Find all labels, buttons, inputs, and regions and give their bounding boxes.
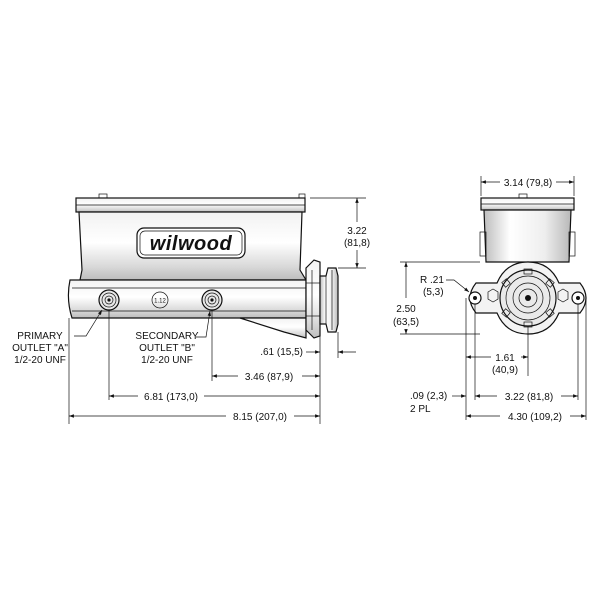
dim-height-in: 3.22 (347, 226, 367, 237)
bore-body (67, 279, 307, 319)
dim-flange-width: 4.30 (109,2) (508, 412, 562, 423)
end-dimensions: 3.14 (79,8) 2.50 (63,5) R .21 (5,3) 1.61… (388, 175, 587, 423)
logo-text: wilwood (150, 233, 233, 255)
dim-flange-height-mm: (63,5) (393, 317, 419, 328)
end-view (468, 193, 587, 335)
dim-top-width: 3.14 (79,8) (504, 178, 552, 189)
mounting-flange (305, 259, 321, 339)
marking-boss: 1.12 (151, 291, 169, 309)
dim-flange-offset: .61 (15,5) (260, 347, 303, 358)
lower-web (239, 317, 307, 339)
dim-thickness-note: 2 PL (410, 404, 431, 415)
dim-center-offset-mm: (40,9) (492, 365, 518, 376)
outlet-callouts: PRIMARY OUTLET "A" 1/2-20 UNF SECONDARY … (12, 309, 211, 366)
side-view: wilwood (67, 193, 339, 339)
rear-bore (319, 267, 339, 333)
primary-outlet-line2: OUTLET "A" (12, 343, 68, 354)
dim-outlet-b: 3.46 (87,9) (245, 372, 293, 383)
wilwood-logo: wilwood (136, 227, 246, 259)
dim-hole-spacing: 3.22 (81,8) (505, 392, 553, 403)
primary-outlet-line1: PRIMARY (17, 331, 63, 342)
secondary-outlet-line2: OUTLET "B" (139, 343, 195, 354)
dim-radius-mm: (5,3) (423, 287, 444, 298)
side-dimensions: 3.22 (81,8) .61 (15,5) 3.46 (87,9) 6.81 … (68, 197, 370, 424)
secondary-outlet-line1: SECONDARY (135, 331, 198, 342)
outlet-b-port (201, 289, 223, 311)
dim-height-mm: (81,8) (344, 238, 370, 249)
dim-overall-length: 8.15 (207,0) (233, 412, 287, 423)
mounting-hole-left (468, 291, 482, 305)
dim-radius-in: R .21 (420, 275, 444, 286)
secondary-outlet-line3: 1/2-20 UNF (141, 355, 193, 366)
dim-flange-height-in: 2.50 (396, 304, 416, 315)
mounting-hole-right (571, 291, 585, 305)
boss-marking: 1.12 (154, 299, 166, 305)
dim-outlet-a: 6.81 (173,0) (144, 392, 198, 403)
end-bore (499, 268, 557, 328)
outlet-a-port (98, 289, 120, 311)
dim-center-offset-in: 1.61 (495, 353, 515, 364)
dim-thickness: .09 (2,3) (410, 391, 447, 402)
primary-outlet-line3: 1/2-20 UNF (14, 355, 66, 366)
end-reservoir (479, 193, 576, 263)
reservoir-cap (75, 193, 306, 213)
